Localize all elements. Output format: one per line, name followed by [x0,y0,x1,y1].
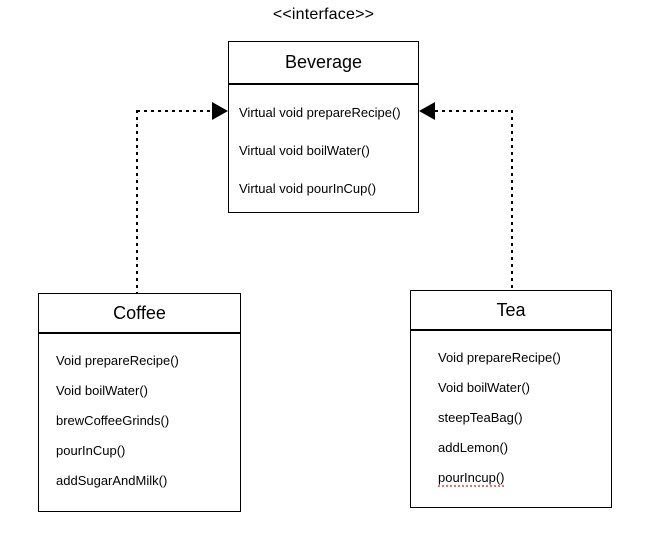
method-item: Virtual void prepareRecipe() [239,105,401,120]
misspelled-method-label: pourIncup() [438,470,505,485]
method-item: pourIncup() [438,463,611,493]
tea-to-beverage-dashed-line-horizontal [435,110,513,112]
class-methods-tea: Void prepareRecipe() Void boilWater() st… [411,331,611,493]
class-methods-coffee: Void prepareRecipe() Void boilWater() br… [39,334,240,496]
class-title-coffee: Coffee [39,294,240,334]
coffee-realization-arrowhead-icon [212,102,228,120]
class-title-beverage: Beverage [229,42,418,85]
tea-realization-arrowhead-icon [419,102,435,120]
interface-stereotype-label: <<interface>> [272,6,375,23]
class-box-beverage: Beverage Virtual void prepareRecipe() Vi… [228,41,419,213]
method-item: addLemon() [438,440,509,455]
method-item: steepTeaBag() [438,410,523,425]
coffee-to-beverage-dashed-line-vertical [136,110,138,293]
method-item: Virtual void pourInCup() [239,181,377,196]
method-item: addSugarAndMilk() [56,473,168,488]
class-box-coffee: Coffee Void prepareRecipe() Void boilWat… [38,293,241,512]
method-item: Void prepareRecipe() [56,353,179,368]
method-item: Void boilWater() [56,383,148,398]
method-item: Void boilWater() [438,380,530,395]
class-box-tea: Tea Void prepareRecipe() Void boilWater(… [410,290,612,508]
coffee-to-beverage-dashed-line-horizontal [137,110,213,112]
method-item: brewCoffeeGrinds() [56,413,170,428]
class-methods-beverage: Virtual void prepareRecipe() Virtual voi… [229,85,418,208]
method-item: Void prepareRecipe() [438,350,561,365]
class-title-tea: Tea [411,291,611,331]
method-item: Virtual void boilWater() [239,143,370,158]
tea-to-beverage-dashed-line-vertical [511,110,513,290]
method-item: pourInCup() [56,443,126,458]
